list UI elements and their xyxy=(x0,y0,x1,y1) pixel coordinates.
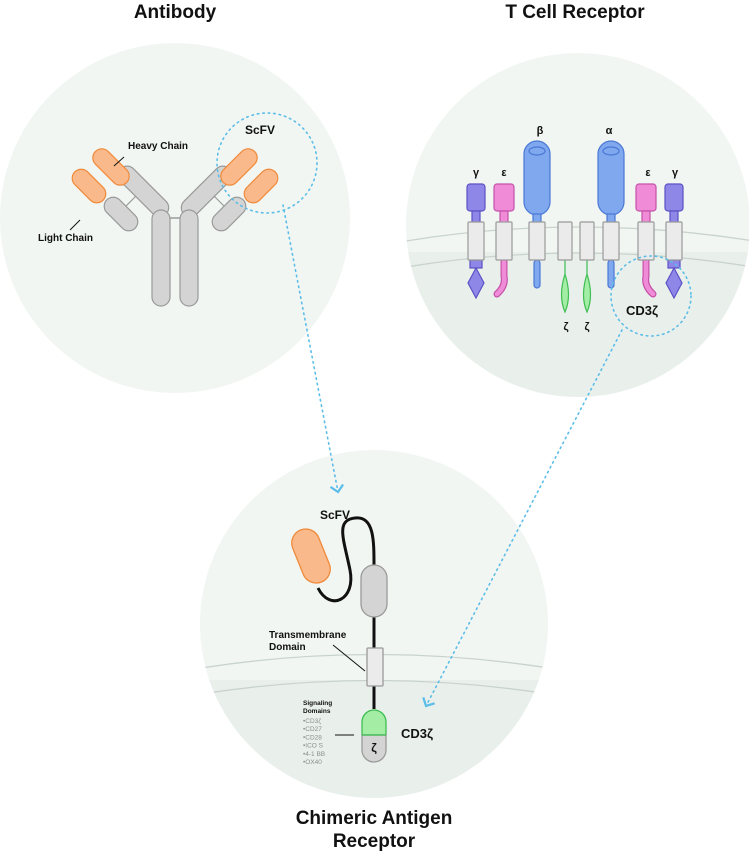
tcr-panel: γ ε β α ε γ ζ ζ CD3ζ xyxy=(406,53,749,397)
tcr-membrane xyxy=(406,226,749,397)
car-signaling-item: •CD27 xyxy=(303,726,322,733)
car-scfv-label: ScFV xyxy=(320,508,350,522)
car-transmembrane-domain xyxy=(366,647,384,687)
tcr-title: T Cell Receptor xyxy=(505,2,645,23)
tcr-zeta-1-label: ζ xyxy=(563,321,568,333)
car-signaling-item: •4-1 BB xyxy=(303,751,325,758)
tcr-gamma-right-chain xyxy=(664,183,684,300)
antibody-panel: Heavy Chain Light Chain ScFV xyxy=(0,43,350,393)
car-panel: ζ ScFV Transmembrane Domain Signaling Do… xyxy=(200,450,548,798)
tcr-gamma-right-label: γ xyxy=(672,167,679,179)
light-chain-leader xyxy=(69,219,81,231)
car-scfv-domain xyxy=(291,528,331,584)
scfv-arrow xyxy=(282,204,345,494)
light-chain-label: Light Chain xyxy=(38,233,93,244)
tcr-cd3z-highlight xyxy=(610,255,692,337)
light-chain-right xyxy=(211,168,279,232)
light-chain-left xyxy=(71,168,139,232)
car-scfv-linker xyxy=(316,516,376,603)
car-transmembrane-leader xyxy=(332,644,366,672)
car-signaling-item: •ICO S xyxy=(303,743,324,750)
tcr-epsilon-left-label: ε xyxy=(501,167,507,179)
car-cd3z-label: CD3ζ xyxy=(401,726,433,741)
tcr-zeta-chain-2 xyxy=(579,221,595,314)
tcr-epsilon-right-chain xyxy=(635,183,657,298)
car-title-line2: Receptor xyxy=(333,831,416,852)
tcr-gamma-left-chain xyxy=(466,183,486,300)
tcr-alpha-chain xyxy=(597,140,625,289)
car-signaling-item: •OX40 xyxy=(303,759,322,766)
tcr-zeta-chain-1 xyxy=(557,221,573,314)
car-signaling-domain xyxy=(361,709,387,763)
heavy-chain-right xyxy=(179,148,258,307)
tcr-cd3z-label: CD3ζ xyxy=(626,303,658,318)
tcr-beta-label: β xyxy=(537,125,544,137)
tcr-alpha-label: α xyxy=(606,125,613,137)
tcr-gamma-left-label: γ xyxy=(473,167,480,179)
car-signaling-item: •CD28 xyxy=(303,734,322,741)
car-hinge-domain xyxy=(360,564,388,618)
car-transmembrane-label-2: Domain xyxy=(269,642,306,653)
car-signaling-item: •CD3ζ xyxy=(303,718,321,725)
car-title-line1: Chimeric Antigen xyxy=(296,808,453,829)
tcr-epsilon-left-chain xyxy=(493,183,515,298)
car-zeta-label: ζ xyxy=(371,741,377,755)
heavy-chain-label: Heavy Chain xyxy=(128,141,188,152)
antibody-title: Antibody xyxy=(134,2,217,23)
antibody-scfv-highlight xyxy=(216,112,318,214)
car-transmembrane-label-1: Transmembrane xyxy=(269,630,347,641)
heavy-chain-left xyxy=(92,148,171,307)
car-signaling-list: •CD3ζ•CD27•CD28 •ICO S•4-1 BB•OX40 xyxy=(303,718,325,766)
antibody-scfv-label: ScFV xyxy=(245,123,275,137)
cd3z-arrow xyxy=(422,329,623,708)
tcr-epsilon-right-label: ε xyxy=(645,167,651,179)
tcr-beta-chain xyxy=(523,140,551,289)
heavy-chain-leader xyxy=(113,156,125,167)
car-signaling-title-2: Domains xyxy=(303,708,331,715)
tcr-zeta-2-label: ζ xyxy=(584,321,589,333)
car-signaling-title-1: Signaling xyxy=(303,700,332,707)
